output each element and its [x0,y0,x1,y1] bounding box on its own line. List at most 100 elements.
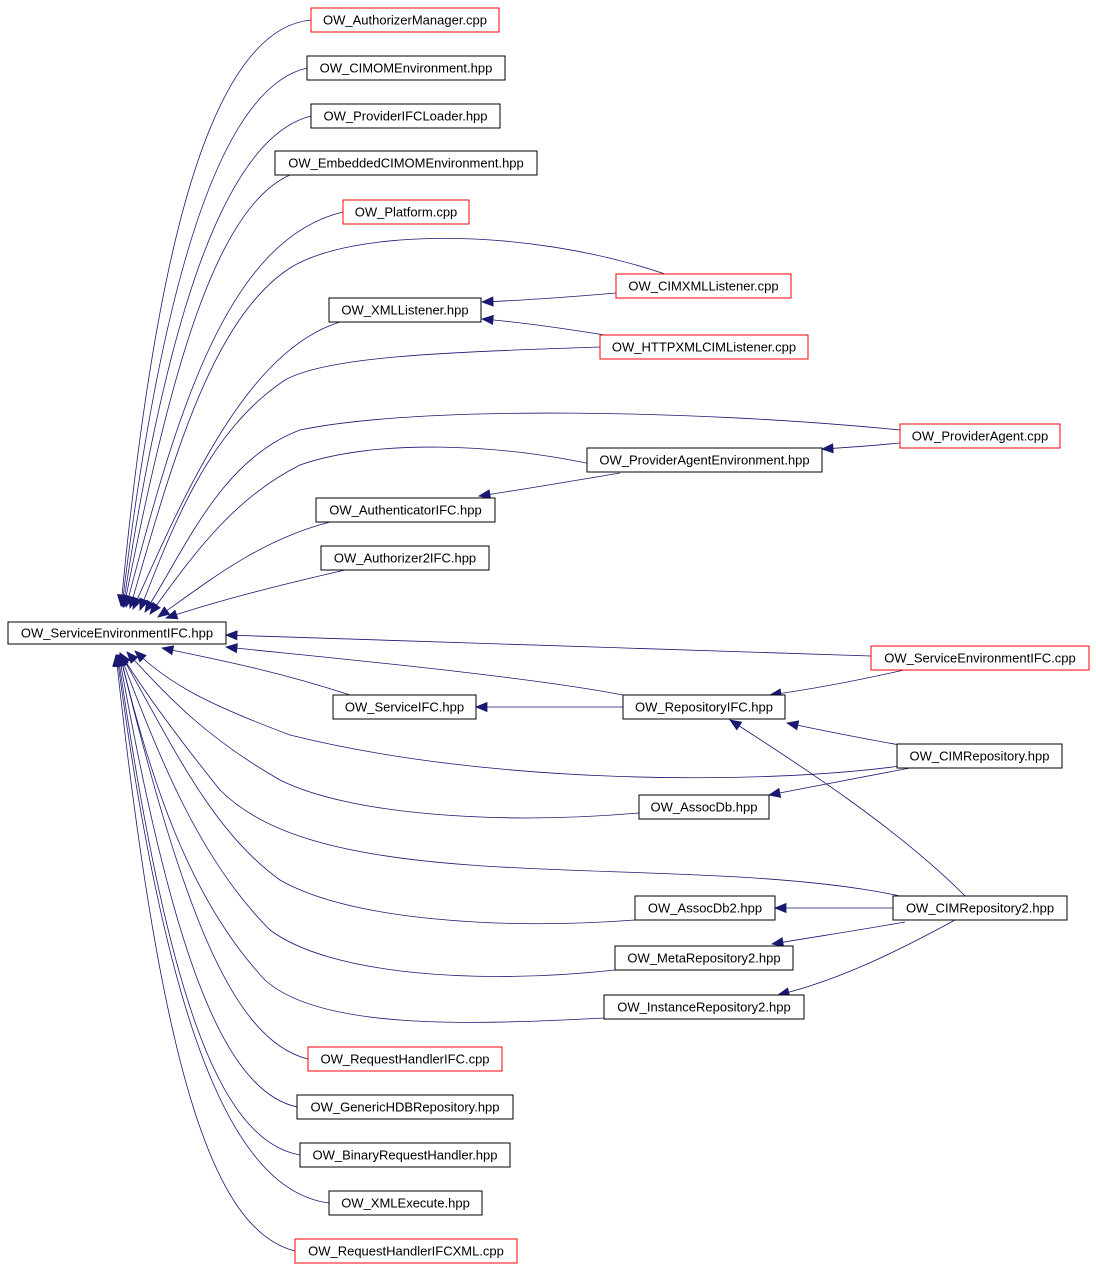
edge-ow-requesthandlerifcxml-cpp-to-ow-serviceenvironmentifc-hpp [112,653,296,1252]
node-ow-cimrepository2-hpp[interactable]: OW_CIMRepository2.hpp [892,895,1068,921]
edge-ow-serviceenvironmentifc-cpp-to-ow-serviceenvironmentifc-hpp [224,630,872,657]
edge-ow-cimrepository2-hpp-to-ow-serviceenvironmentifc-hpp [119,652,901,897]
node-label: OW_CIMOMEnvironment.hpp [320,61,493,76]
node-ow-serviceenvironmentifc-hpp: OW_ServiceEnvironmentIFC.hpp [7,621,227,645]
arrowhead [134,650,147,663]
node-ow-metarepository2-hpp[interactable]: OW_MetaRepository2.hpp [614,945,794,971]
node-label: OW_ServiceEnvironmentIFC.hpp [21,626,213,641]
arrowhead [149,601,161,615]
node-label: OW_HTTPXMLCIMListener.cpp [612,340,796,355]
node-ow-repositoryifc-hpp[interactable]: OW_RepositoryIFC.hpp [622,694,786,720]
arrowhead [773,902,787,914]
edge-ow-cimxmllistener-cpp-to-ow-xmllistener-hpp [480,292,617,307]
edge-ow-httpxmlcimlistener-cpp-to-ow-serviceenvironmentifc-hpp [139,346,601,611]
node-ow-serviceenvironmentifc-cpp[interactable]: OW_ServiceEnvironmentIFC.cpp [870,645,1090,671]
node-box [307,1046,503,1072]
node-ow-assocdb2-hpp[interactable]: OW_AssocDb2.hpp [634,895,776,921]
node-box [603,994,805,1020]
node-label: OW_RequestHandlerIFCXML.cpp [308,1244,504,1259]
node-box [310,103,501,129]
edge-ow-cimrepository-hpp-to-ow-repositoryifc-hpp [785,720,901,746]
node-label: OW_ProviderAgentEnvironment.hpp [599,453,809,468]
edge-ow-serviceifc-hpp-to-ow-serviceenvironmentifc-hpp [160,645,351,696]
node-ow-generichdbrepository-hpp[interactable]: OW_GenericHDBRepository.hpp [296,1094,514,1120]
node-label: OW_MetaRepository2.hpp [627,951,780,966]
edge-ow-cimrepository2-hpp-to-ow-instancerepository2-hpp [776,919,956,998]
arrowhead [785,720,800,731]
arrowhead [480,296,494,307]
node-ow-httpxmlcimlistener-cpp[interactable]: OW_HTTPXMLCIMListener.cpp [599,334,809,360]
edge-ow-cimrepository2-hpp-to-ow-assocdb2-hpp [773,902,893,914]
node-label: OW_RepositoryIFC.hpp [635,700,773,715]
node-box [320,545,490,571]
node-ow-binaryrequesthandler-hpp[interactable]: OW_BinaryRequestHandler.hpp [299,1142,511,1168]
node-ow-cimomenvironment-hpp[interactable]: OW_CIMOMEnvironment.hpp [306,55,506,81]
edge-ow-xmlexecute-hpp-to-ow-serviceenvironmentifc-hpp [113,653,330,1204]
node-ow-xmlexecute-hpp[interactable]: OW_XMLExecute.hpp [328,1190,483,1216]
node-ow-serviceifc-hpp[interactable]: OW_ServiceIFC.hpp [332,694,477,720]
edge-ow-assocdb-hpp-to-ow-serviceenvironmentifc-hpp [126,651,640,819]
node-ow-instancerepository2-hpp[interactable]: OW_InstanceRepository2.hpp [603,994,805,1020]
arrowhead [820,443,834,454]
arrowhead [132,596,143,610]
edge-ow-platform-cpp-to-ow-serviceenvironmentifc-hpp [123,211,344,609]
arrowhead [477,489,492,500]
node-box [342,199,470,225]
node-label: OW_GenericHDBRepository.hpp [310,1100,499,1115]
arrowhead [160,645,175,656]
node-ow-authenticatorifc-hpp[interactable]: OW_AuthenticatorIFC.hpp [315,497,496,523]
node-box [614,945,794,971]
edge-ow-httpxmlcimlistener-cpp-to-ow-xmllistener-hpp [480,314,606,336]
node-box [622,694,786,720]
arrowhead [224,630,238,641]
node-ow-cimxmllistener-cpp[interactable]: OW_CIMXMLListener.cpp [615,273,792,299]
arrowhead [767,787,782,798]
node-label: OW_ProviderIFCLoader.hpp [323,109,487,124]
node-box [599,334,809,360]
edge-ow-provideragent-cpp-to-ow-serviceenvironmentifc-hpp [144,412,901,613]
node-box [328,297,482,323]
node-box [870,645,1090,671]
arrowhead [729,719,743,731]
edge-ow-provideragentenvironment-hpp-to-ow-authenticatorifc-hpp [477,472,621,500]
edge-ow-authorizer2ifc-hpp-to-ow-serviceenvironmentifc-hpp [164,569,346,620]
node-ow-provideragentenvironment-hpp[interactable]: OW_ProviderAgentEnvironment.hpp [586,447,823,473]
arrowhead [157,606,171,618]
arrowhead [164,609,179,620]
edge-ow-repositoryifc-hpp-to-ow-serviceenvironmentifc-hpp [224,643,624,696]
node-box [899,423,1061,449]
node-label: OW_BinaryRequestHandler.hpp [313,1148,498,1163]
node-label: OW_CIMRepository.hpp [910,749,1050,764]
node-ow-xmllistener-hpp[interactable]: OW_XMLListener.hpp [328,297,482,323]
arrowhead [144,599,156,613]
node-ow-authorizermanager-cpp[interactable]: OW_AuthorizerManager.cpp [310,7,500,33]
edges-layer [112,19,966,1252]
node-ow-providerifcloader-hpp[interactable]: OW_ProviderIFCLoader.hpp [310,103,501,129]
node-box [586,447,823,473]
node-box [306,55,506,81]
node-ow-assocdb-hpp[interactable]: OW_AssocDb.hpp [638,794,770,820]
node-ow-platform-cpp[interactable]: OW_Platform.cpp [342,199,470,225]
node-ow-authorizer2ifc-hpp[interactable]: OW_Authorizer2IFC.hpp [320,545,490,571]
node-ow-embeddedcimomenvironment-hpp[interactable]: OW_EmbeddedCIMOMEnvironment.hpp [274,150,538,176]
edge-ow-repositoryifc-hpp-to-ow-serviceifc-hpp [474,701,623,713]
node-box [332,694,477,720]
node-box [638,794,770,820]
edge-ow-authorizermanager-cpp-to-ow-serviceenvironmentifc-hpp [117,19,312,608]
node-box [274,150,538,176]
arrowhead [112,653,123,667]
node-ow-provideragent-cpp[interactable]: OW_ProviderAgent.cpp [899,423,1061,449]
node-box [634,895,776,921]
node-box [615,273,792,299]
node-label: OW_ServiceEnvironmentIFC.cpp [884,651,1075,666]
node-label: OW_AssocDb2.hpp [648,901,762,916]
node-label: OW_CIMXMLListener.cpp [628,279,778,294]
node-label: OW_Authorizer2IFC.hpp [334,551,476,566]
node-ow-requesthandlerifcxml-cpp[interactable]: OW_RequestHandlerIFCXML.cpp [294,1238,518,1264]
node-ow-requesthandlerifc-cpp[interactable]: OW_RequestHandlerIFC.cpp [307,1046,503,1072]
node-box [7,621,227,645]
edge-ow-cimrepository-hpp-to-ow-serviceenvironmentifc-hpp [134,650,901,779]
node-box [296,1094,514,1120]
node-ow-cimrepository-hpp[interactable]: OW_CIMRepository.hpp [896,743,1063,769]
